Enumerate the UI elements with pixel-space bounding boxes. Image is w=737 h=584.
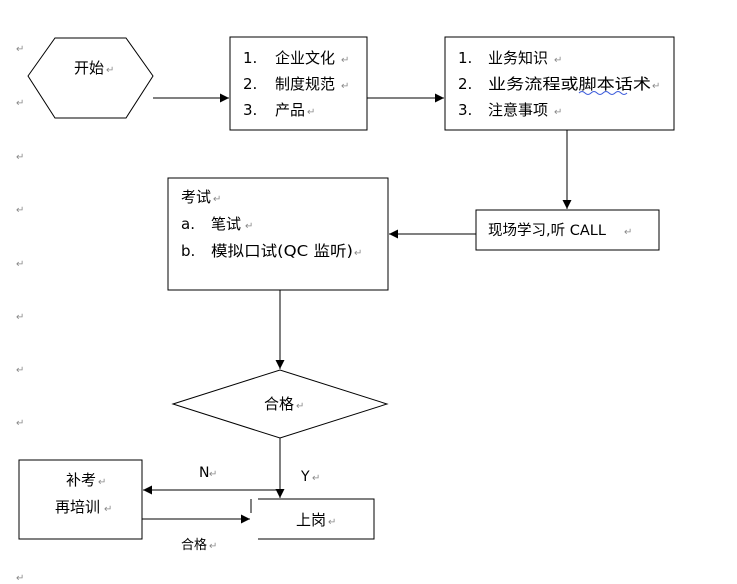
box-field-learning: 现场学习,听 CALL ↵	[475, 209, 660, 251]
paragraph-mark-icon: ↵	[354, 248, 362, 259]
paragraph-mark-icon: ↵	[209, 541, 217, 552]
spellcheck-underline	[578, 91, 628, 95]
box-company-intro: 1. 企业文化 ↵ 2. 制度规范 ↵ 3. 产品 ↵	[229, 36, 368, 131]
paragraph-mark-icon: ↵	[341, 81, 349, 92]
box-a-item-2-num: 2.	[243, 75, 257, 93]
paragraph-mark-icon: ↵	[16, 98, 24, 109]
box-exam: 考试 ↵ a. 笔试 ↵ b. 模拟口试(QC 监听) ↵	[167, 177, 389, 291]
paragraph-mark-icon: ↵	[98, 477, 106, 488]
box-a-item-2-text: 制度规范	[275, 75, 335, 93]
paragraph-mark-icon: ↵	[16, 312, 24, 323]
edge-yes-label: Y	[300, 469, 310, 485]
paragraph-mark-icon: ↵	[16, 152, 24, 163]
box-b-item-1-text: 业务知识	[488, 49, 548, 67]
box-a-item-3-num: 3.	[243, 101, 257, 119]
paragraph-mark-icon: ↵	[312, 473, 320, 484]
paragraph-mark-icon: ↵	[104, 504, 112, 515]
paragraph-mark-icon: ↵	[106, 65, 114, 76]
exam-item-b-num: b.	[181, 242, 195, 260]
practice-label: 现场学习,听 CALL	[488, 222, 606, 239]
box-b-item-1-num: 1.	[458, 49, 472, 67]
retake-line2: 再培训	[55, 498, 100, 516]
paragraph-mark-icon: ↵	[209, 469, 217, 480]
box-a-item-1-num: 1.	[243, 49, 257, 67]
box-retake: 补考 ↵ 再培训 ↵	[18, 459, 143, 540]
paragraph-mark-icon: ↵	[554, 107, 562, 118]
paragraph-mark-icon: ↵	[16, 205, 24, 216]
edge-no-label: N	[199, 465, 209, 481]
box-b-item-2-num: 2.	[458, 75, 472, 93]
paragraph-mark-icon: ↵	[16, 418, 24, 429]
paragraph-mark-icon: ↵	[296, 401, 304, 412]
paragraph-marks: ↵ ↵ ↵ ↵ ↵ ↵ ↵ ↵ ↵	[16, 44, 24, 584]
decision-label: 合格	[264, 395, 294, 413]
paragraph-mark-icon: ↵	[16, 573, 24, 584]
box-business-knowledge: 1. 业务知识 ↵ 2. 业务流程或脚本话术 ↵ 3. 注意事项 ↵	[444, 36, 675, 131]
decision-node: 合格 ↵	[171, 369, 389, 439]
exam-item-b-text: 模拟口试(QC 监听)	[211, 242, 353, 260]
box-b-item-2-text: 业务流程或脚本话术	[488, 75, 651, 93]
edge-decision-no	[143, 438, 281, 495]
onboard-label: 上岗	[296, 511, 326, 529]
box-b-item-3-text: 注意事项	[488, 101, 548, 119]
paragraph-mark-icon: ↵	[16, 259, 24, 270]
box-a-item-3-text: 产品	[275, 101, 305, 119]
exam-title: 考试	[181, 188, 211, 206]
exam-item-a-num: a.	[181, 215, 195, 233]
box-b-item-3-num: 3.	[458, 101, 472, 119]
connectors	[142, 93, 572, 524]
paragraph-mark-icon: ↵	[213, 194, 221, 205]
box-a-item-1-text: 企业文化	[275, 49, 335, 67]
paragraph-mark-icon: ↵	[554, 55, 562, 66]
paragraph-mark-icon: ↵	[652, 81, 660, 92]
paragraph-mark-icon: ↵	[16, 44, 24, 55]
box-onboard: 上岗 ↵	[250, 498, 375, 540]
paragraph-mark-icon: ↵	[307, 107, 315, 118]
paragraph-mark-icon: ↵	[341, 55, 349, 66]
paragraph-mark-icon: ↵	[16, 365, 24, 376]
start-node: 开始 ↵	[27, 37, 154, 119]
retake-line1: 补考	[66, 471, 96, 489]
exam-item-a-text: 笔试	[211, 215, 241, 233]
edge-retake-pass-label: 合格	[181, 537, 207, 553]
start-label: 开始	[74, 59, 104, 77]
paragraph-mark-icon: ↵	[328, 517, 336, 528]
paragraph-mark-icon: ↵	[245, 221, 253, 232]
paragraph-mark-icon: ↵	[624, 227, 632, 238]
